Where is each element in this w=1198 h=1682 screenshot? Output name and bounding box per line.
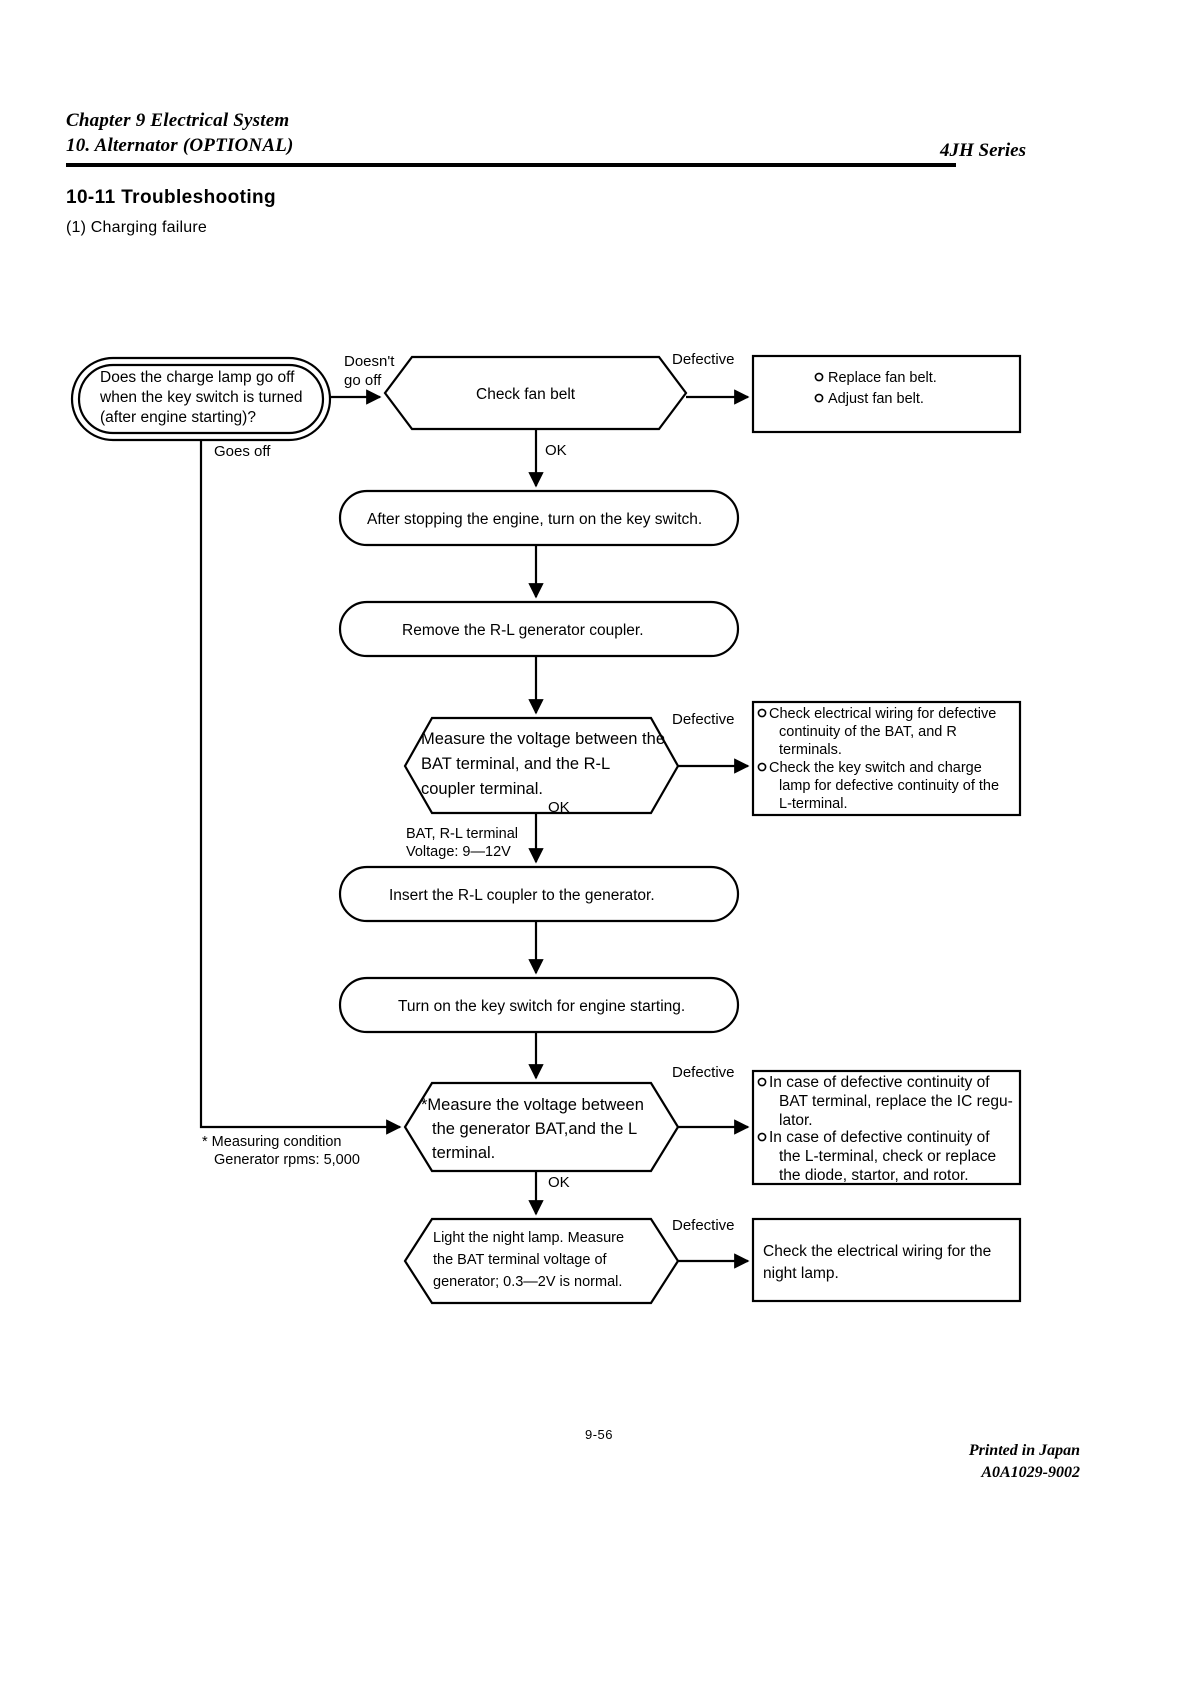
svg-text:the L-terminal, check or repla: the L-terminal, check or replace (779, 1148, 996, 1165)
node-measure-bat-rl-label: Measure the voltage between the BAT term… (421, 730, 665, 798)
bullet-circle-icon (757, 762, 767, 772)
node-insert-coupler-label: Insert the R-L coupler to the generator. (389, 887, 655, 904)
svg-text:the BAT terminal voltage of: the BAT terminal voltage of (433, 1252, 608, 1268)
node-after-stopping-engine (338, 489, 740, 547)
printed-in-japan-note: Printed in Japan A0A1029-9002 (969, 1440, 1080, 1484)
svg-text:BAT, R-L terminal: BAT, R-L terminal (406, 826, 518, 842)
svg-text:Measure the voltage between th: Measure the voltage between the (421, 730, 665, 748)
node-night-lamp (403, 1217, 680, 1305)
svg-text:Does the charge lamp go off: Does the charge lamp go off (100, 369, 295, 386)
svg-text:coupler terminal.: coupler terminal. (421, 780, 543, 798)
svg-text:BAT terminal, replace the IC r: BAT terminal, replace the IC regu- (779, 1093, 1013, 1110)
printed-line-1: Printed in Japan (968, 1442, 1080, 1459)
node-check-fan-belt (383, 355, 688, 431)
node-after-stopping-engine-label: After stopping the engine, turn on the k… (367, 511, 702, 528)
svg-text:* Measuring condition: * Measuring condition (202, 1134, 341, 1150)
svg-text:Check the key switch and charg: Check the key switch and charge (769, 760, 982, 776)
result-box-fan-belt-content: Replace fan belt. Adjust fan belt. (814, 370, 937, 407)
svg-text:when the key switch is turned: when the key switch is turned (99, 389, 302, 406)
svg-text:go off: go off (344, 372, 382, 389)
header-section-line: 10. Alternator (OPTIONAL) (66, 135, 294, 156)
svg-text:(after engine starting)?: (after engine starting)? (100, 409, 256, 426)
result-box-fan-belt (751, 354, 1022, 434)
page-subtitle: (1) Charging failure (66, 219, 207, 236)
svg-text:L-terminal.: L-terminal. (779, 796, 848, 812)
edge-label-doesnt-go-off: Doesn't go off (344, 353, 395, 389)
node-remove-coupler (338, 600, 740, 658)
node-night-lamp-label: Light the night lamp. Measure the BAT te… (433, 1230, 624, 1290)
result-box-ic-regulator (751, 1069, 1022, 1186)
result-box-night-lamp-content: Check the electrical wiring for the nigh… (763, 1243, 991, 1282)
edge-goes-off-bypass (199, 440, 402, 1135)
svg-text:lamp for defective continuity: lamp for defective continuity of the (779, 778, 999, 794)
svg-text:Check electrical wiring for de: Check electrical wiring for defective (769, 706, 996, 722)
page-number: 9-56 (584, 1427, 614, 1442)
note-voltage: BAT, R-L terminal Voltage: 9—12V (406, 826, 518, 860)
edge-label-defective-fanbelt: Defective (672, 351, 735, 368)
node-remove-coupler-label: Remove the R-L generator coupler. (402, 622, 644, 639)
svg-text:BAT terminal, and the R-L: BAT terminal, and the R-L (421, 755, 610, 773)
node-insert-coupler (338, 865, 740, 923)
header-rule (66, 163, 956, 167)
svg-text:Light the night lamp. Measure: Light the night lamp. Measure (433, 1230, 624, 1246)
svg-text:*Measure the voltage between: *Measure the voltage between (421, 1096, 644, 1114)
header-series-label: 4JH Series (939, 140, 1026, 161)
printed-line-2: A0A1029-9002 (981, 1464, 1080, 1481)
result-box-ic-regulator-content: In case of defective continuity of BAT t… (757, 1074, 1013, 1184)
result-box-night-lamp (751, 1217, 1022, 1303)
svg-text:terminals.: terminals. (779, 742, 842, 758)
bullet-circle-icon (757, 1132, 767, 1142)
edge-label-goes-off: Goes off (214, 443, 271, 460)
result-box-wiring-content: Check electrical wiring for defective co… (757, 706, 999, 812)
edge-label-ok-measurel: OK (548, 1174, 570, 1191)
node-measure-bat-l-label: *Measure the voltage between the generat… (421, 1096, 644, 1162)
bullet-circle-icon (814, 372, 824, 382)
svg-text:continuity of the BAT, and R: continuity of the BAT, and R (779, 724, 957, 740)
edge-label-defective-icregulator: Defective (672, 1064, 735, 1081)
svg-text:In case of defective continuit: In case of defective continuity of (769, 1129, 990, 1146)
svg-text:Voltage: 9—12V: Voltage: 9—12V (406, 844, 511, 860)
svg-text:terminal.: terminal. (432, 1144, 495, 1162)
svg-text:Replace fan belt.: Replace fan belt. (828, 370, 937, 386)
edge-label-ok-fanbelt: OK (545, 442, 567, 459)
header-chapter-line: Chapter 9 Electrical System (66, 110, 290, 131)
bullet-circle-icon (757, 1077, 767, 1087)
result-box-wiring (751, 700, 1022, 817)
node-turn-key-switch-label: Turn on the key switch for engine starti… (398, 998, 685, 1015)
node-start-label: Does the charge lamp go off when the key… (99, 369, 302, 426)
svg-text:the generator BAT,and the L: the generator BAT,and the L (432, 1120, 637, 1138)
node-measure-bat-l (403, 1081, 680, 1173)
edge-label-defective-nightlamp: Defective (672, 1217, 735, 1234)
page-header: Chapter 9 Electrical System 10. Alternat… (66, 108, 1026, 161)
svg-text:In case of defective continuit: In case of defective continuity of (769, 1074, 990, 1091)
svg-text:the diode, startor, and rotor.: the diode, startor, and rotor. (779, 1167, 969, 1184)
bullet-circle-icon (814, 393, 824, 403)
svg-text:Generator rpms: 5,000: Generator rpms: 5,000 (214, 1152, 360, 1168)
node-check-fan-belt-label: Check fan belt (476, 386, 576, 403)
svg-text:generator; 0.3—2V is normal.: generator; 0.3—2V is normal. (433, 1274, 622, 1290)
page-title: 10-11 Troubleshooting (66, 187, 277, 208)
svg-text:lator.: lator. (779, 1112, 813, 1129)
svg-text:night lamp.: night lamp. (763, 1265, 839, 1282)
svg-text:Doesn't: Doesn't (344, 353, 395, 370)
svg-text:Check the electrical wiring fo: Check the electrical wiring for the (763, 1243, 991, 1260)
edge-label-defective-wiring: Defective (672, 711, 735, 728)
bullet-circle-icon (757, 708, 767, 718)
node-turn-key-switch (338, 976, 740, 1034)
edge-label-ok-measure: OK (548, 799, 570, 816)
node-measure-bat-rl (403, 716, 680, 815)
note-measuring-condition: * Measuring condition Generator rpms: 5,… (202, 1134, 360, 1168)
svg-text:Adjust fan belt.: Adjust fan belt. (828, 391, 924, 407)
